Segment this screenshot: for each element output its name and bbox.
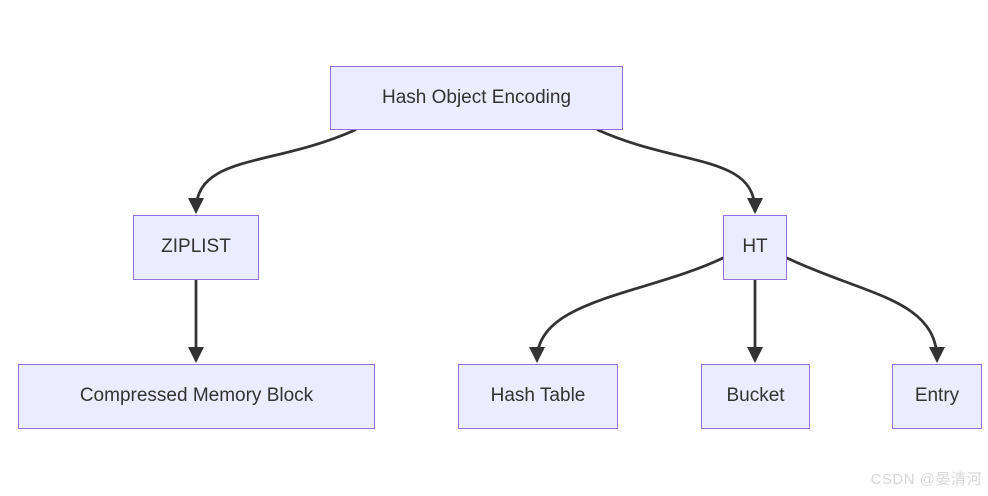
- edge-ht-hash-table: [529, 256, 725, 363]
- node-ht: HT: [723, 215, 787, 280]
- node-entry: Entry: [892, 364, 982, 429]
- edge-ht-entry: [785, 256, 945, 363]
- node-label: Hash Table: [490, 385, 586, 407]
- node-compressed-memory-block: Compressed Memory Block: [18, 364, 375, 429]
- node-label: ZIPLIST: [161, 236, 231, 258]
- node-label: HT: [742, 236, 768, 258]
- node-hash-table: Hash Table: [458, 364, 618, 429]
- node-hash-object-encoding: Hash Object Encoding: [330, 66, 623, 130]
- node-label: Entry: [914, 385, 960, 407]
- node-label: Compressed Memory Block: [79, 385, 314, 407]
- edge-root-ziplist: [188, 128, 357, 214]
- edge-root-ht: [596, 128, 763, 214]
- node-bucket: Bucket: [701, 364, 810, 429]
- csdn-watermark: CSDN @晏清河: [870, 471, 982, 488]
- node-ziplist: ZIPLIST: [133, 215, 259, 280]
- node-label: Hash Object Encoding: [381, 86, 572, 108]
- node-label: Bucket: [726, 385, 785, 407]
